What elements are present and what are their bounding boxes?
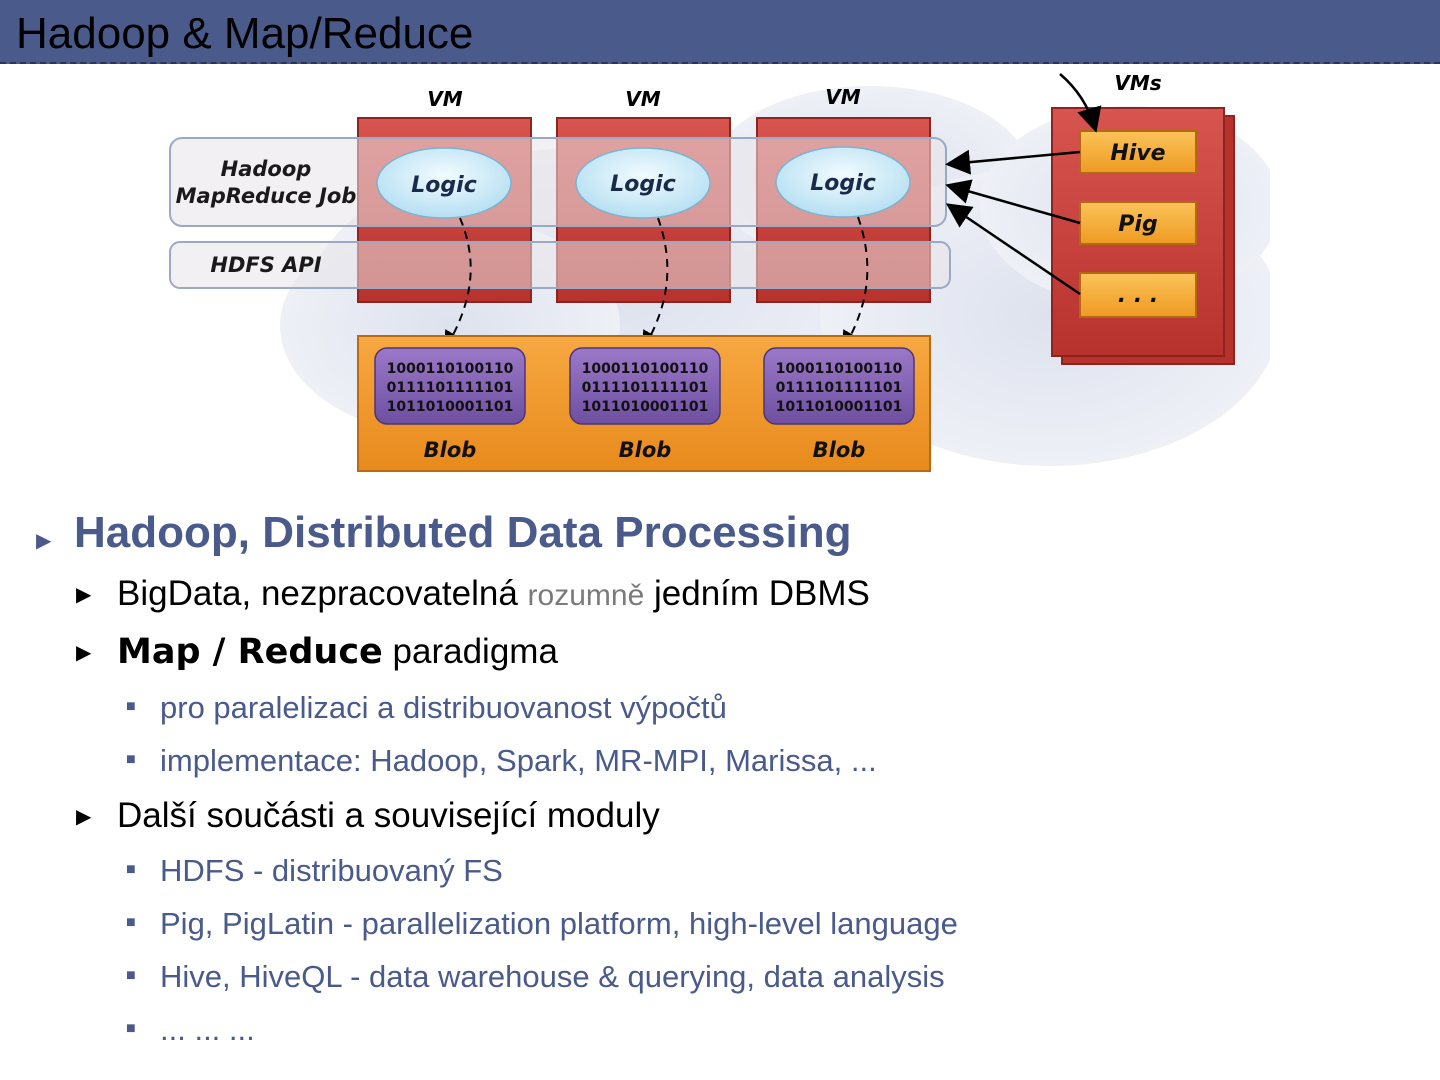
- bits-line: 1000110100110: [387, 361, 514, 377]
- paradigm-text: paradigma: [382, 632, 558, 671]
- list-item-text: Další součásti a související moduly: [117, 796, 660, 835]
- arrow-pig-to-job: [945, 179, 1081, 225]
- section-heading: Hadoop, Distributed Data Processing: [74, 508, 852, 557]
- slide-title: Hadoop & Map/Reduce: [16, 9, 474, 58]
- sub-list-item-text: pro paralelizaci a distribuovanost výpoč…: [160, 690, 727, 725]
- vm-label: VM: [625, 87, 660, 111]
- square-bullet-icon: ■: [126, 967, 136, 984]
- title-bar: Hadoop & Map/Reduce: [0, 0, 1440, 64]
- logic-ellipse: [376, 147, 512, 219]
- more-tools-label: . . .: [1118, 283, 1158, 308]
- square-bullet-icon: ■: [126, 861, 136, 878]
- blob-label: Blob: [424, 438, 477, 462]
- hadoop-architecture-diagram: VM VM VM VMs Hadoop MapReduce Job HDFS A…: [150, 66, 1270, 486]
- bits-line: 1011010001101: [582, 399, 709, 415]
- blob-cells: 1000110100110 0111101111101 101101000110…: [374, 347, 915, 462]
- triangle-bullet-icon: ▶: [36, 530, 52, 552]
- bigdata-text: BigData, nezpracovatelná: [117, 574, 528, 613]
- list-item-text: Map / Reduce paradigma: [117, 632, 558, 672]
- sub-list-item-text: Hive, HiveQL - data warehouse & querying…: [160, 959, 945, 994]
- logic-label: Logic: [610, 172, 675, 197]
- map-reduce-text: Map / Reduce: [117, 632, 383, 672]
- logic-label: Logic: [411, 173, 476, 198]
- dashed-arrow: [642, 217, 669, 352]
- arrow-into-hive: [1059, 73, 1102, 133]
- pig-label: Pig: [1118, 212, 1157, 237]
- dashed-arrow: [842, 216, 869, 352]
- bits-line: 1000110100110: [776, 361, 903, 377]
- logic-ellipse: [575, 147, 711, 219]
- square-bullet-icon: ■: [126, 1020, 136, 1037]
- hive-box: [1079, 130, 1197, 174]
- reasonably-text: rozumně: [527, 579, 645, 612]
- square-bullet-icon: ■: [126, 698, 136, 715]
- logic-label: Logic: [810, 171, 875, 196]
- blob-bits-box: [374, 347, 526, 425]
- sub-list-item-text: Pig, PigLatin - parallelization platform…: [160, 906, 958, 941]
- triangle-bullet-icon: ▶: [76, 806, 92, 828]
- job-label-line1: Hadoop: [221, 157, 312, 181]
- job-label-line2: MapReduce Job: [176, 184, 357, 208]
- sub-list-item-text: ... ... ...: [160, 1012, 255, 1047]
- sub-list-item-text: implementace: Hadoop, Spark, MR-MPI, Mar…: [160, 743, 877, 778]
- hive-label: Hive: [1110, 141, 1165, 166]
- square-bullet-icon: ■: [126, 751, 136, 768]
- dbms-text: jedním DBMS: [644, 574, 870, 613]
- pig-box: [1079, 201, 1197, 245]
- vm-label: VM: [427, 87, 462, 111]
- diagram-svg: VM VM VM VMs Hadoop MapReduce Job HDFS A…: [169, 71, 1270, 472]
- arrow-hive-to-job: [945, 149, 1081, 175]
- sub-list-item-text: HDFS - distribuovaný FS: [160, 853, 503, 888]
- bits-line: 0111101111101: [776, 380, 903, 396]
- list-item-text: BigData, nezpracovatelná rozumně jedním …: [117, 574, 870, 614]
- vms-label: VMs: [1114, 71, 1161, 95]
- bits-line: 1011010001101: [776, 399, 903, 415]
- hdfs-api-band: [169, 241, 951, 289]
- bits-line: 1011010001101: [387, 399, 514, 415]
- vm-label: VM: [825, 85, 860, 109]
- blob-bits-box: [569, 347, 721, 425]
- arrow-more-to-job: [945, 203, 1081, 296]
- blob-bits-box: [763, 347, 915, 425]
- triangle-bullet-icon: ▶: [76, 584, 92, 606]
- dashed-arrow: [444, 217, 472, 352]
- triangle-bullet-icon: ▶: [76, 642, 92, 664]
- bits-line: 1000110100110: [582, 361, 709, 377]
- blob-label: Blob: [813, 438, 866, 462]
- hdfs-api-label: HDFS API: [210, 253, 321, 277]
- bits-line: 0111101111101: [582, 380, 709, 396]
- more-tools-box: [1079, 272, 1197, 318]
- blob-label: Blob: [619, 438, 672, 462]
- bits-line: 0111101111101: [387, 380, 514, 396]
- logic-ellipse: [775, 146, 911, 218]
- square-bullet-icon: ■: [126, 914, 136, 931]
